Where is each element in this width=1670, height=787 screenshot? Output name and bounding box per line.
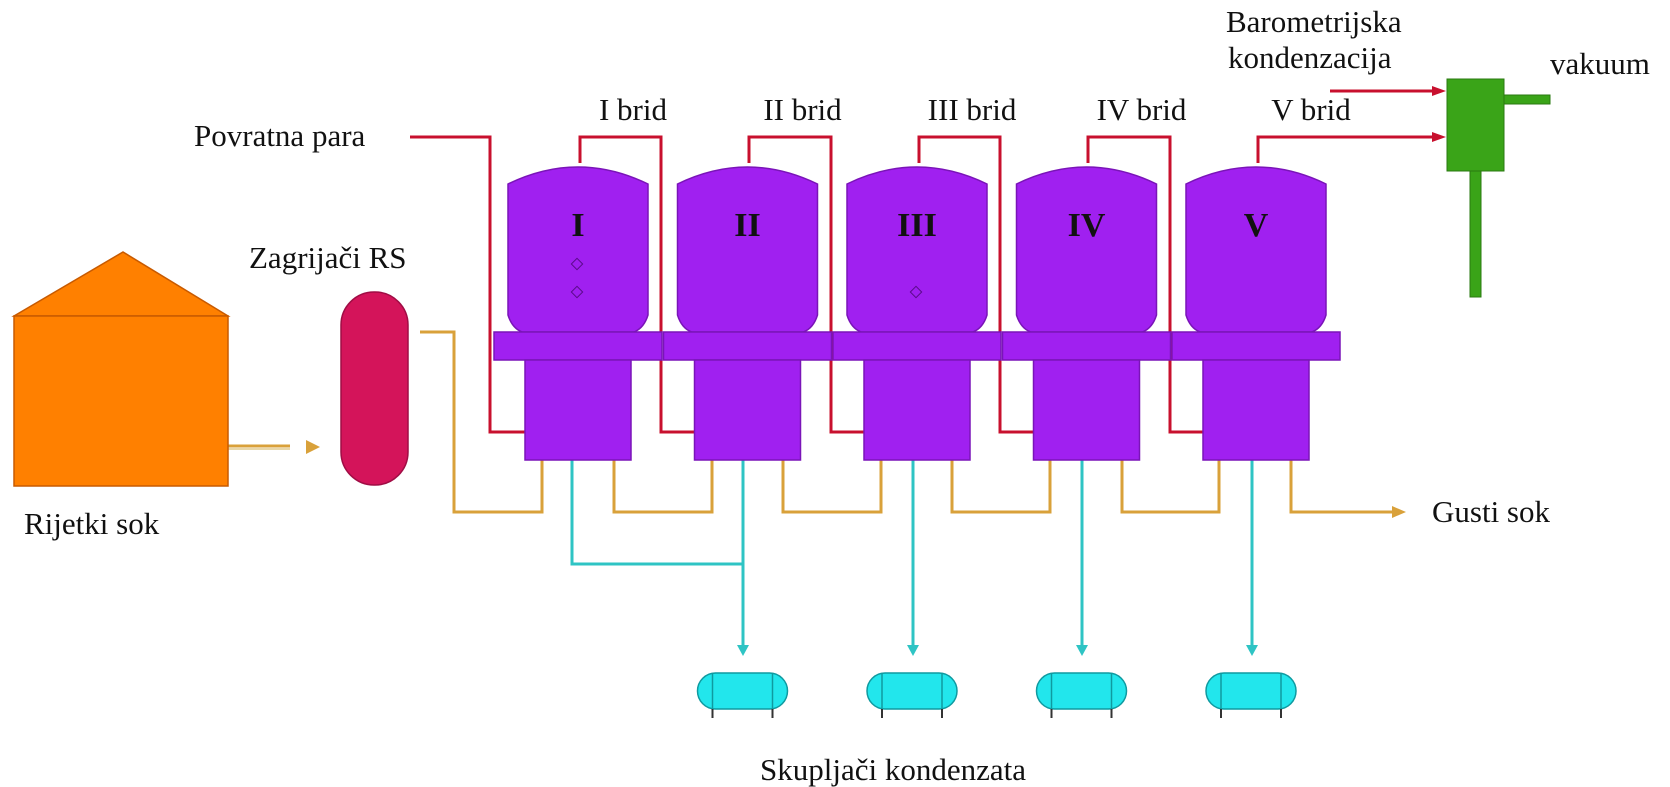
vapor-line-5 xyxy=(1256,135,1432,163)
steam-arrowheads xyxy=(1432,86,1446,142)
sight-glass-icon xyxy=(909,285,923,299)
vacuum-outlet-pipe xyxy=(1503,94,1551,105)
condensate-line-1 xyxy=(570,460,743,566)
evaporator-lower-body xyxy=(863,359,971,461)
barometric-condensation-label-line1: Barometrijska xyxy=(1226,4,1402,39)
juice-line-outlet xyxy=(1289,460,1392,514)
collector-tank-body xyxy=(866,672,958,710)
evaporator-lower-body xyxy=(1032,359,1141,461)
barometric-leg xyxy=(1469,170,1482,298)
evaporator-flange xyxy=(1001,331,1172,361)
return-steam-label: Povratna para xyxy=(194,118,366,153)
storage-tank-roof xyxy=(11,251,231,317)
vapor-line-1 xyxy=(578,135,698,434)
evaporator-numeral: I xyxy=(571,207,584,244)
condensate-collector-tank xyxy=(866,672,958,718)
return-steam-line xyxy=(410,135,528,434)
storage-tank-body xyxy=(13,315,229,487)
arrow-icon xyxy=(737,645,749,656)
evaporator-flange xyxy=(1171,331,1341,361)
thick-juice-label: Gusti sok xyxy=(1432,494,1550,529)
evaporator-numeral: IV xyxy=(1068,207,1106,244)
evaporator-upper-body xyxy=(676,166,819,333)
condensate-collector-tank xyxy=(1035,672,1128,718)
arrow-icon xyxy=(1246,645,1258,656)
juice-line-evap1-evap2 xyxy=(612,460,714,514)
juice-arrowheads xyxy=(306,440,1406,518)
condensate-collectors-label: Skupljači kondenzata xyxy=(760,752,1026,787)
arrow-icon xyxy=(1392,506,1406,518)
vapor-label: III brid xyxy=(928,92,1017,127)
evaporator-flange xyxy=(493,331,663,361)
juice-line-evap4-evap5 xyxy=(1120,460,1221,514)
juice-heater xyxy=(340,291,409,486)
steam-lines xyxy=(410,89,1432,434)
juice-lines xyxy=(212,330,1392,514)
vapor-label: IV brid xyxy=(1097,92,1187,127)
vapor-label: I brid xyxy=(599,92,668,127)
arrow-icon xyxy=(907,645,919,656)
evaporator-numeral: III xyxy=(897,207,937,244)
juice-line-evap2-evap3 xyxy=(781,460,883,514)
condensate-arrowheads xyxy=(737,645,1258,656)
arrow-icon xyxy=(1432,86,1446,96)
condensate-collectors xyxy=(696,672,1297,718)
vapor-line-3 xyxy=(917,135,1037,434)
vapor-line-4 xyxy=(1086,135,1206,434)
evaporator-flange xyxy=(832,331,1002,361)
heater-label: Zagrijači RS xyxy=(249,240,407,275)
juice-line-evap3-evap4 xyxy=(950,460,1052,514)
collector-tank-body xyxy=(1035,672,1128,710)
evaporator-1: I I brid xyxy=(493,92,668,461)
evaporator-4: IV IV brid xyxy=(1001,92,1187,461)
condensate-lines xyxy=(570,460,1254,645)
evaporator-2: II II brid xyxy=(662,92,842,461)
vapor-label: II brid xyxy=(763,92,842,127)
barometric-condensation-label-line2: kondenzacija xyxy=(1228,40,1392,75)
evaporator-numeral: II xyxy=(734,207,760,244)
condensate-collector-tank xyxy=(1205,672,1297,718)
arrow-icon xyxy=(306,440,320,454)
collector-tank-body xyxy=(696,672,789,710)
evaporator-numeral: V xyxy=(1244,207,1269,244)
vacuum-label: vakuum xyxy=(1550,46,1650,81)
condenser-body xyxy=(1446,78,1505,172)
thin-juice-storage-tank xyxy=(11,251,231,487)
evaporator-3: III III brid xyxy=(832,92,1017,461)
vapor-label: V brid xyxy=(1271,92,1351,127)
evaporator-5: V V brid xyxy=(1171,92,1351,461)
collector-tank-body xyxy=(1205,672,1297,710)
sight-glass-icon xyxy=(570,285,584,299)
storage-tank-label: Rijetki sok xyxy=(24,506,160,541)
evaporator-upper-body xyxy=(1015,166,1158,333)
barometric-condenser xyxy=(1446,78,1551,298)
evaporator-lower-body xyxy=(524,359,632,461)
juice-line-heater-evap1 xyxy=(420,330,544,514)
sight-glass-icon xyxy=(570,257,584,271)
vapor-line-2 xyxy=(747,135,868,434)
evaporator-upper-body xyxy=(1185,166,1327,333)
evaporator-upper-body xyxy=(507,166,649,333)
arrow-icon xyxy=(1076,645,1088,656)
evaporator-lower-body xyxy=(693,359,802,461)
evaporator-lower-body xyxy=(1202,359,1310,461)
evaporator-flange xyxy=(662,331,833,361)
arrow-icon xyxy=(1432,132,1446,142)
evaporator-upper-body xyxy=(846,166,988,333)
condensate-collector-tank xyxy=(696,672,789,718)
